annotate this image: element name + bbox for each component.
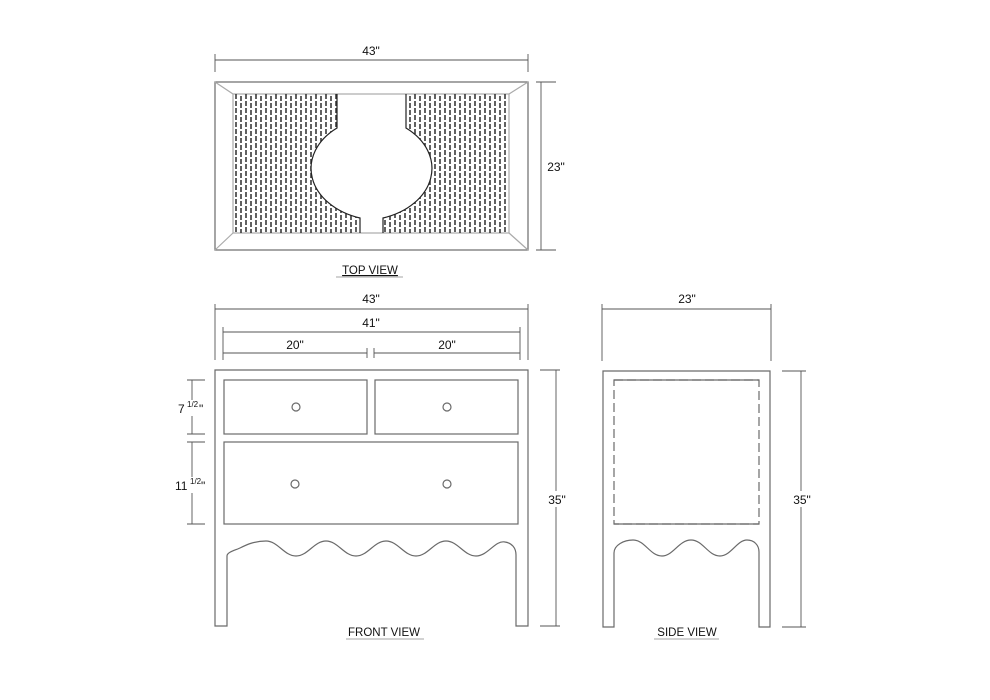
top-drawer-height-unit: "	[199, 402, 203, 416]
side-carcass-outline	[602, 370, 771, 628]
side-width-dimension: 23"	[601, 292, 772, 361]
top-view: 43"	[214, 44, 568, 278]
left-drawer-width-label: 20"	[286, 338, 304, 352]
top-view-width-label: 43"	[362, 44, 380, 58]
side-width-label: 23"	[678, 292, 696, 306]
woven-pattern-left	[235, 94, 357, 233]
vase-cutout-outline	[310, 94, 433, 233]
front-height-dimension: 35"	[540, 369, 569, 627]
bottom-drawer-left-knob	[290, 479, 300, 489]
top-view-width-dimension: 43"	[214, 44, 529, 72]
side-height-dimension: 35"	[782, 370, 814, 628]
top-view-inner-panel	[232, 93, 510, 234]
side-hidden-drawer-outline	[613, 379, 760, 525]
woven-pattern-right	[384, 94, 506, 233]
bottom-drawer-height-fraction: 1/2	[190, 477, 202, 486]
front-overall-width-label: 43"	[362, 292, 380, 306]
top-view-depth-dimension: 23"	[536, 81, 568, 251]
top-drawer-height-whole: 7	[178, 402, 185, 416]
top-left-drawer-knob	[291, 402, 301, 412]
top-drawer-height-dimension: 7 1/2 "	[175, 379, 209, 435]
front-height-label: 35"	[548, 493, 566, 507]
top-view-title: TOP VIEW	[342, 265, 398, 277]
top-left-drawer	[223, 379, 368, 435]
top-right-drawer	[374, 379, 519, 435]
front-carcass-outline	[214, 369, 529, 627]
front-drawer-width-dimensions: 20" 20"	[223, 338, 520, 358]
side-view-title: SIDE VIEW	[657, 627, 717, 639]
bottom-drawer-height-unit: "	[201, 479, 205, 493]
top-view-outline	[214, 81, 529, 251]
bottom-drawer-right-knob	[442, 479, 452, 489]
top-view-depth-label: 23"	[547, 160, 565, 174]
side-height-label: 35"	[793, 493, 811, 507]
bottom-drawer-height-dimension: 11 1/2 "	[170, 441, 210, 525]
top-drawer-height-fraction: 1/2	[187, 400, 199, 409]
front-view-title: FRONT VIEW	[348, 627, 420, 639]
right-drawer-width-label: 20"	[438, 338, 456, 352]
top-right-drawer-knob	[442, 402, 452, 412]
front-overall-width-dimension: 43"	[214, 292, 529, 360]
front-view: 43" 41" 20" 20"	[170, 292, 569, 640]
front-inner-width-label: 41"	[362, 316, 380, 330]
bottom-drawer-height-whole: 11	[175, 479, 188, 493]
front-inner-width-dimension: 41"	[222, 316, 521, 360]
side-view: 23" 35" SIDE VIEW	[601, 292, 814, 640]
bottom-drawer	[223, 441, 519, 525]
